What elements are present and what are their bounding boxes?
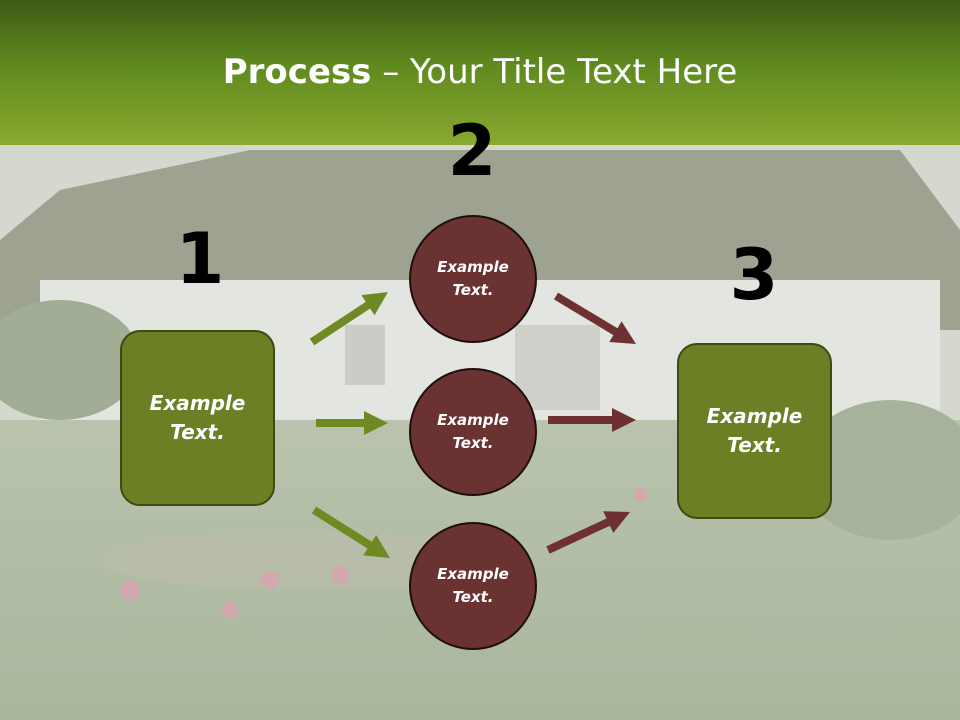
arrow-top-to-3 — [553, 292, 636, 344]
step-number-1: 1 — [175, 218, 225, 300]
circle-bottom-text: Example Text. — [437, 565, 509, 606]
circle-middle-text: Example Text. — [437, 411, 509, 452]
step-3-text: Example Text. — [706, 404, 803, 457]
circle-top-text: Example Text. — [437, 258, 509, 299]
title-bold: Process — [222, 52, 372, 92]
arrow-bottom-to-3 — [546, 511, 631, 554]
arrow-1-to-bottom — [311, 506, 390, 558]
arrow-1-to-top-shape — [309, 292, 388, 346]
step-1-box: Example Text. — [120, 330, 275, 506]
arrow-middle-to-3 — [548, 408, 636, 432]
step-2-circle-bottom: Example Text. — [409, 522, 537, 650]
title-rest: – Your Title Text Here — [371, 52, 738, 92]
title-bar — [0, 0, 960, 145]
arrow-1-to-top — [309, 292, 388, 346]
step-1-text: Example Text. — [149, 391, 246, 444]
arrow-1-to-middle-shape — [316, 411, 388, 435]
step-2-circle-middle: Example Text. — [409, 368, 537, 496]
step-3-box: Example Text. — [677, 343, 832, 519]
arrow-1-to-bottom-shape — [311, 506, 390, 558]
step-2-circle-top: Example Text. — [409, 215, 537, 343]
step-number-3: 3 — [729, 234, 779, 316]
arrow-1-to-middle — [316, 411, 388, 435]
slide-title: Process – Your Title Text Here — [0, 52, 960, 92]
arrow-top-to-3-shape — [553, 292, 636, 344]
step-number-2: 2 — [447, 110, 497, 192]
arrow-middle-to-3-shape — [548, 408, 636, 432]
arrow-bottom-to-3-shape — [546, 511, 631, 554]
